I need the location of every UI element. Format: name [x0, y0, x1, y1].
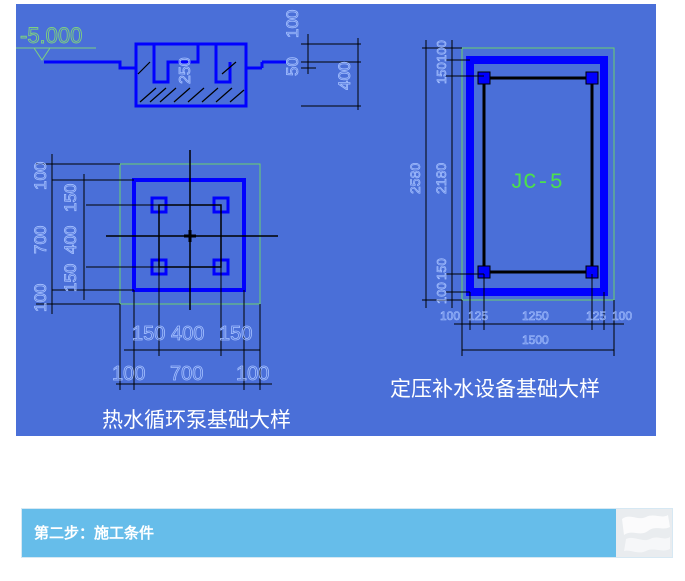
- equipment-base-title: 定压补水设备基础大样: [390, 377, 600, 401]
- equip-bottom-dim-2: 125: [468, 309, 488, 323]
- dim-50: 50: [283, 57, 302, 76]
- equip-left-dim-1: 100: [434, 40, 449, 62]
- equip-outer-boundary: [461, 47, 615, 301]
- concrete-base: [134, 42, 248, 108]
- equip-foundation: [466, 56, 608, 296]
- drawing-background: [16, 4, 656, 436]
- equip-frame: [482, 76, 594, 274]
- pump-left-dim-1: 100: [31, 162, 50, 190]
- section-view: -5.000 250 100 50 400: [16, 9, 361, 110]
- pump-left-dim-3: 400: [61, 226, 80, 254]
- equip-bottom-dim-3: 1250: [522, 309, 549, 323]
- decorative-map-icon: [616, 509, 672, 557]
- hatch-pattern: [137, 61, 245, 103]
- foundation-outline: [44, 42, 232, 84]
- step-title: 第二步：施工条件: [34, 525, 155, 542]
- equip-bottom-total: 1500: [522, 333, 549, 347]
- equip-label: JC-5: [510, 170, 563, 195]
- pump-left-dim-4: 150: [61, 264, 80, 292]
- pump-foundation-square: [132, 178, 246, 292]
- drawing-canvas: -5.000 250 100 50 400: [16, 4, 656, 436]
- equip-left-dim-2: 150: [434, 62, 449, 84]
- equip-bottom-dim-4: 125: [586, 309, 606, 323]
- pump-left-dim-2: 150: [61, 184, 80, 212]
- dim-400: 400: [335, 62, 354, 90]
- equip-bolt-tr: [585, 71, 599, 85]
- equip-bottom-dim-1: 100: [440, 309, 460, 323]
- pump-bottom-dim2-2: 700: [170, 363, 203, 385]
- pump-left-dim-5: 100: [31, 284, 50, 312]
- pump-bottom-dim2-3: 100: [236, 363, 269, 385]
- pump-left-total: 700: [31, 226, 50, 254]
- equip-left-dim-3: 2180: [433, 163, 449, 194]
- equip-left-dim-5: 100: [434, 282, 449, 304]
- elevation-marker: [33, 47, 51, 61]
- pump-bottom-dim2-1: 100: [112, 363, 145, 385]
- pump-bottom-dim-1: 150: [132, 323, 165, 345]
- equip-bottom-dim-5: 100: [612, 309, 632, 323]
- pump-base-title: 热水循环泵基础大样: [102, 408, 291, 432]
- equip-left-dim-4: 150: [434, 258, 449, 280]
- pump-base-plan: 100 150 400 150 100 700 150 400 150 100 …: [31, 150, 291, 432]
- dim-250: 250: [177, 57, 194, 84]
- step-header-bar: 第二步：施工条件: [21, 508, 673, 558]
- foundation-detail-drawing: -5.000 250 100 50 400: [16, 4, 656, 436]
- dim-100: 100: [283, 10, 302, 38]
- pump-bottom-dim-3: 150: [219, 323, 252, 345]
- equip-left-total: 2580: [407, 163, 423, 194]
- pump-bottom-dim-2: 400: [171, 323, 204, 345]
- elevation-label: -5.000: [20, 23, 82, 48]
- equip-bolt-tl: [477, 71, 491, 85]
- equipment-base-plan: JC-5 100 150 2180 150 100 2580 100 125 1…: [390, 40, 633, 401]
